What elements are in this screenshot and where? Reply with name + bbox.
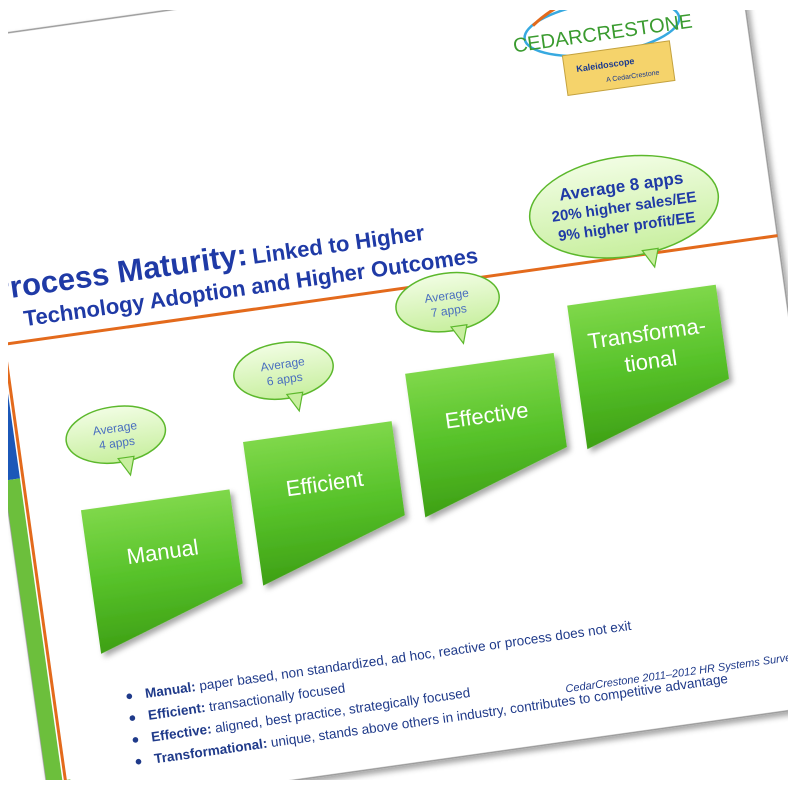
stage-bubble-tail bbox=[285, 391, 304, 413]
stage-bubble bbox=[233, 341, 334, 401]
stage-bubble-tail bbox=[641, 247, 659, 269]
stage-bubble-text: 6 apps bbox=[266, 370, 304, 389]
sidebar-blue-band bbox=[8, 339, 20, 481]
stage-bubble-text: Average bbox=[424, 286, 470, 306]
bullet-dot bbox=[132, 737, 139, 743]
bullet-dot bbox=[126, 693, 133, 700]
slide-canvas: 37 CEDARCRESTONE Kaleidoscope A CedarCre… bbox=[8, 10, 788, 780]
stage-shape bbox=[405, 352, 567, 518]
stage-bubble-text: 7 apps bbox=[430, 301, 468, 320]
bullet-dot bbox=[135, 758, 142, 765]
stage-shape bbox=[567, 284, 729, 450]
cedarcrestone-logo: CEDARCRESTONE Kaleidoscope A CedarCresto… bbox=[512, 10, 694, 96]
stage-shape bbox=[80, 489, 243, 654]
stage-bubble-text: Average bbox=[92, 418, 138, 438]
stage-bubble-text: 4 apps bbox=[98, 434, 136, 453]
stage-bubble bbox=[395, 271, 500, 333]
slide: 37 CEDARCRESTONE Kaleidoscope A CedarCre… bbox=[8, 10, 788, 780]
stage-bubble bbox=[65, 405, 167, 465]
stage-bubble bbox=[528, 154, 720, 259]
sidebar-orange-line bbox=[8, 339, 72, 780]
bullet-term: Manual: bbox=[144, 679, 197, 701]
stage-shape bbox=[243, 421, 405, 586]
sidebar-green-band bbox=[8, 478, 67, 780]
bullet-dot bbox=[129, 715, 136, 721]
stage-bubble-text: Average bbox=[260, 354, 306, 374]
stage-bubble-tail bbox=[449, 324, 468, 345]
stage-bubble-tail bbox=[117, 455, 135, 477]
